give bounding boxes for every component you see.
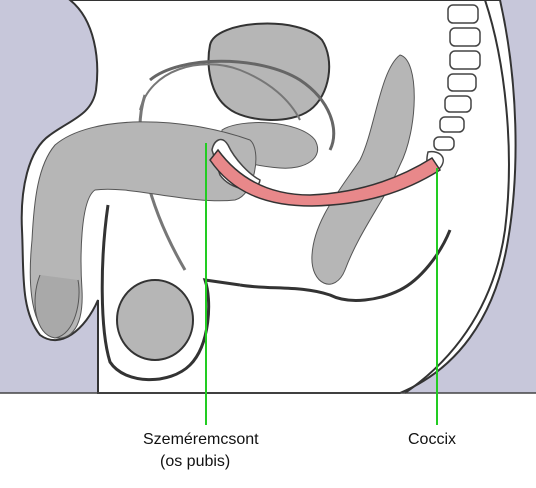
glans bbox=[34, 274, 80, 339]
coccyx-label: Coccix bbox=[408, 431, 457, 448]
rectum bbox=[311, 54, 415, 285]
sacrum-vertebrae bbox=[426, 4, 481, 171]
back-outline bbox=[404, 0, 510, 394]
vas-deferens-tube bbox=[149, 59, 336, 151]
perineum-outline bbox=[239, 229, 452, 302]
testis bbox=[116, 279, 194, 361]
scrotum-outline bbox=[100, 204, 241, 382]
pubis-latin-label: (os pubis) bbox=[160, 453, 231, 470]
pubis-label: Szeméremcsont bbox=[143, 431, 259, 448]
bladder bbox=[207, 22, 331, 121]
penis bbox=[29, 121, 257, 339]
vas-deferens-tube-2 bbox=[139, 63, 301, 121]
pelvic-floor-muscle bbox=[209, 148, 442, 207]
